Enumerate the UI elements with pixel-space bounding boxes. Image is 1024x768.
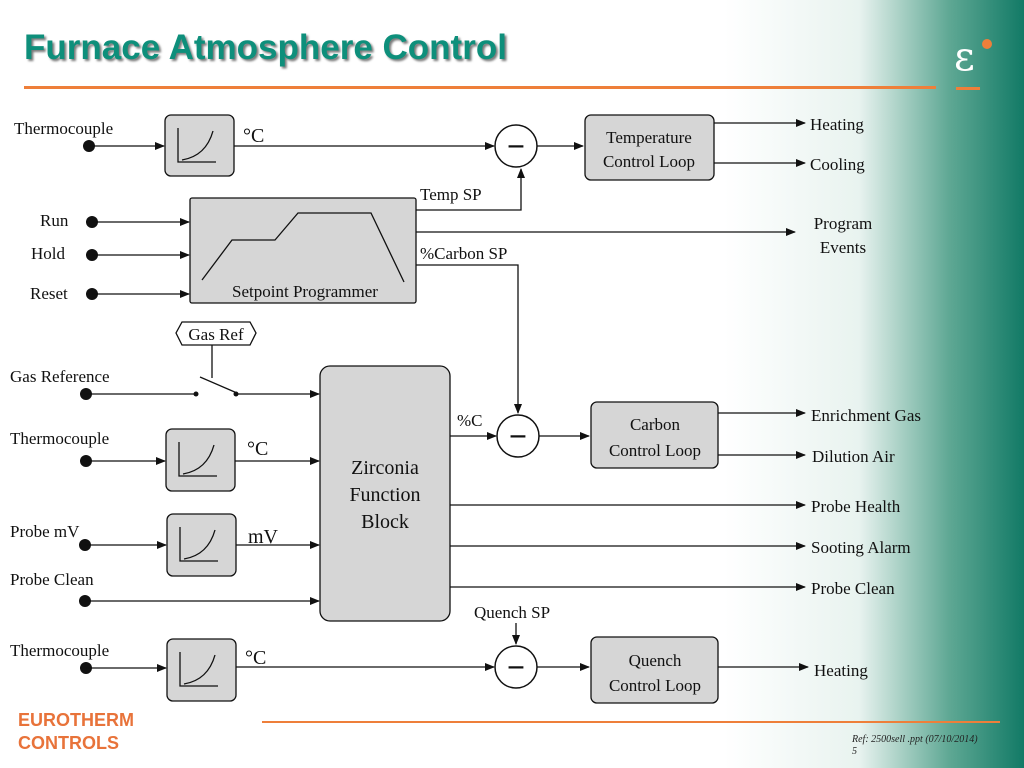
quench-summing-symbol: − (507, 649, 525, 685)
brand-eurotherm: EUROTHERM (18, 710, 134, 730)
unit-pct-c: %C (457, 411, 483, 430)
carbon-control-loop-block: Carbon Control Loop (590, 401, 719, 469)
temperature-control-loop-block: Temperature Control Loop (584, 114, 715, 181)
label-run: Run (40, 211, 69, 230)
output-heating-1: Heating (810, 115, 864, 134)
unit-degc-1: °C (243, 125, 264, 147)
output-enrichment-gas: Enrichment Gas (811, 406, 921, 425)
zirconia-function-block: Zirconia Function Block (319, 365, 451, 622)
linearizer-block-1 (164, 114, 235, 177)
label-carbon-sp: %Carbon SP (420, 244, 507, 263)
temp-loop-line-2: Control Loop (603, 152, 695, 171)
page-title: Furnace Atmosphere Control (24, 28, 507, 67)
output-program-events-line-1: Program (814, 214, 873, 233)
output-heating-2: Heating (814, 661, 868, 680)
label-probe-clean-input: Probe Clean (10, 570, 94, 589)
label-thermocouple-1: Thermocouple (14, 119, 113, 138)
logo-underline (956, 87, 980, 90)
zirconia-line-1: Zirconia (351, 457, 419, 479)
label-hold: Hold (31, 244, 66, 263)
background-gradient (724, 0, 1024, 768)
quench-summing-junction: − (494, 645, 538, 689)
unit-mv: mV (248, 526, 279, 548)
gas-ref-label: Gas Ref (188, 325, 244, 344)
gas-reference-switch (193, 376, 239, 397)
label-thermocouple-3: Thermocouple (10, 641, 109, 660)
quench-loop-line-2: Control Loop (609, 676, 701, 695)
unit-degc-2: °C (247, 438, 268, 460)
line-temp-sp (416, 168, 525, 211)
label-quench-sp: Quench SP (474, 603, 550, 622)
label-temp-sp: Temp SP (420, 185, 482, 204)
label-probe-mv: Probe mV (10, 522, 80, 541)
linearizer-block-4 (166, 638, 237, 702)
carbon-summing-junction: − (496, 414, 540, 458)
setpoint-programmer-block: Setpoint Programmer (189, 197, 417, 304)
zirconia-line-3: Block (361, 511, 409, 533)
temp-loop-line-1: Temperature (606, 128, 692, 147)
setpoint-profile-curve (201, 212, 405, 283)
line-carbon-sp (416, 264, 522, 414)
output-program-events-line-2: Events (820, 238, 866, 257)
footer-divider (262, 721, 1000, 723)
page-number: 5 (852, 746, 857, 757)
carbon-loop-line-2: Control Loop (609, 441, 701, 460)
output-dilution-air: Dilution Air (812, 447, 895, 466)
footer-reference: Ref: 2500sell .ppt (07/10/2014) (852, 734, 978, 745)
zirconia-line-2: Function (349, 484, 420, 506)
label-gas-reference: Gas Reference (10, 367, 110, 386)
linearizer-block-2 (165, 428, 236, 492)
label-thermocouple-2: Thermocouple (10, 429, 109, 448)
output-sooting-alarm: Sooting Alarm (811, 538, 911, 557)
quench-control-loop-block: Quench Control Loop (590, 636, 719, 704)
logo-dot (982, 39, 992, 49)
linearizer-block-3 (166, 513, 237, 577)
carbon-loop-line-1: Carbon (630, 415, 681, 434)
brand-controls: CONTROLS (18, 733, 119, 753)
logo-glyph: ε (954, 34, 975, 80)
gas-ref-tag: Gas Ref (175, 321, 257, 346)
carbon-summing-symbol: − (509, 418, 527, 454)
title-divider (24, 86, 936, 89)
unit-degc-3: °C (245, 647, 266, 669)
label-reset: Reset (30, 284, 68, 303)
output-cooling: Cooling (810, 155, 865, 174)
temp-summing-junction: − (494, 124, 538, 168)
quench-loop-line-1: Quench (629, 651, 682, 670)
setpoint-programmer-label: Setpoint Programmer (232, 282, 378, 301)
output-probe-clean: Probe Clean (811, 579, 895, 598)
eurotherm-logo: ε (948, 34, 1000, 92)
output-probe-health: Probe Health (811, 497, 901, 516)
temp-summing-symbol: − (507, 128, 525, 164)
